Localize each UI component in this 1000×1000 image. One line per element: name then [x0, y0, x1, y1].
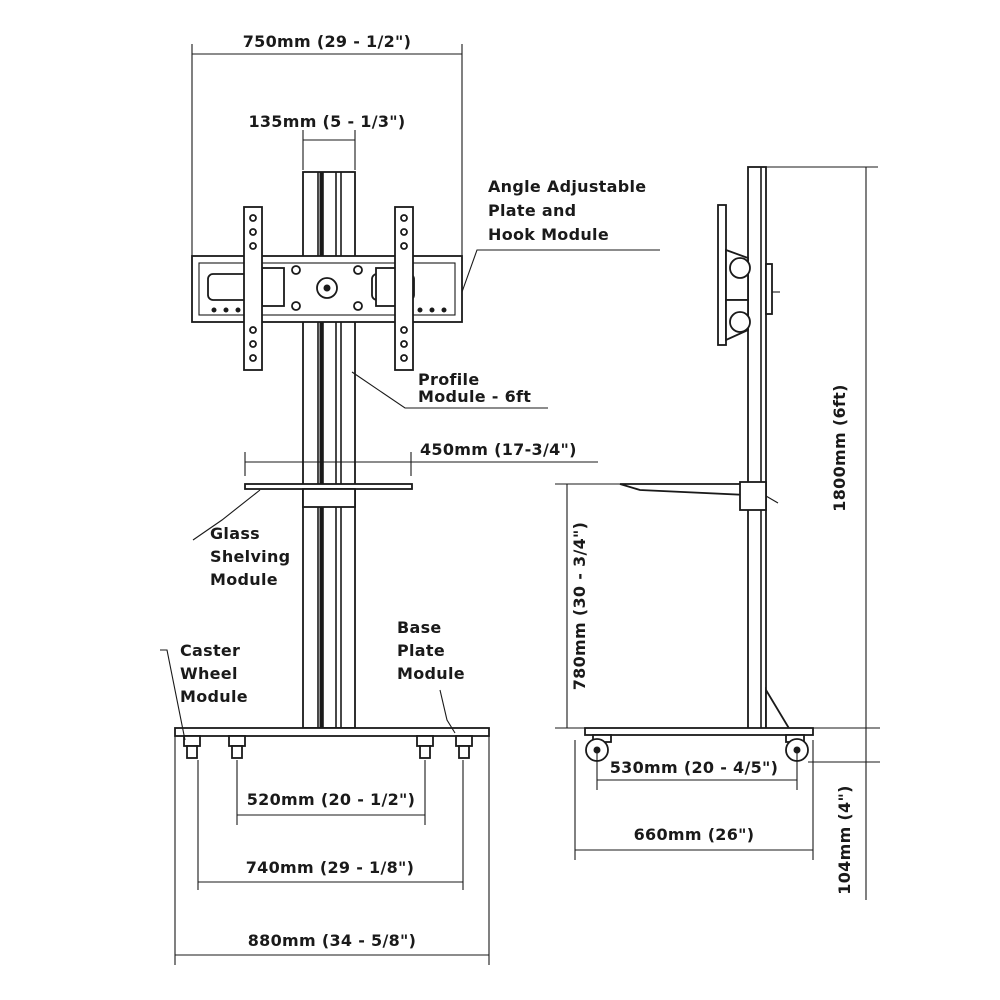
caster-front-2: [228, 735, 246, 759]
callout-angle-plate-line1: Angle Adjustable: [488, 177, 646, 196]
callout-caster: Caster Wheel Module: [160, 641, 248, 741]
dimension-caster-span: 530mm (20 - 4/5"): [596, 750, 798, 790]
callout-glass-shelf: Glass Shelving Module: [192, 489, 290, 589]
label-outer-casters: 740mm (29 - 1/8"): [246, 858, 415, 877]
callout-base-plate-line3: Module: [397, 664, 465, 683]
dimension-shelf-height: 780mm (30 - 3/4"): [555, 483, 620, 729]
callout-angle-plate: Angle Adjustable Plate and Hook Module: [461, 177, 660, 293]
glass-shelf: [244, 483, 413, 508]
side-base-plate: [584, 727, 814, 736]
label-base-width: 880mm (34 - 5/8"): [248, 931, 417, 950]
label-pole-width: 135mm (5 - 1/3"): [248, 112, 405, 131]
callout-glass-shelf-line1: Glass: [210, 524, 260, 543]
side-mount: [717, 204, 780, 346]
label-top-width: 750mm (29 - 1/2"): [243, 32, 412, 51]
callout-base-plate-line1: Base: [397, 618, 442, 637]
caster-front-3: [416, 735, 434, 759]
callout-profile-line1: Profile: [418, 370, 480, 389]
label-total-height: 1800mm (6ft): [830, 384, 849, 511]
side-gusset: [765, 686, 792, 731]
callout-caster-line2: Wheel: [180, 664, 238, 683]
callout-base-plate: Base Plate Module: [397, 618, 465, 734]
dimension-shelf-width: 450mm (17-3/4"): [244, 440, 598, 476]
dimension-top-width: 750mm (29 - 1/2"): [191, 32, 463, 262]
side-pole: [747, 166, 767, 731]
dimension-outer-casters: 740mm (29 - 1/8"): [197, 760, 464, 890]
callout-profile-line2: Module - 6ft: [418, 387, 531, 406]
hook-arm-right: [394, 206, 414, 371]
label-shelf-height: 780mm (30 - 3/4"): [570, 522, 589, 691]
callout-base-plate-line2: Plate: [397, 641, 445, 660]
side-caster-left: [585, 734, 612, 762]
label-base-height: 104mm (4"): [835, 785, 854, 894]
dimension-base-height: 104mm (4"): [808, 727, 880, 900]
dimension-total-height: 1800mm (6ft): [766, 166, 878, 729]
caster-front-4: [455, 735, 473, 759]
front-view: 750mm (29 - 1/2") 135mm (5 - 1/3"): [160, 32, 660, 965]
dimension-base-width: 880mm (34 - 5/8"): [174, 736, 490, 965]
callout-angle-plate-line3: Hook Module: [488, 225, 609, 244]
callout-profile: Profile Module - 6ft: [351, 370, 548, 409]
label-inner-casters: 520mm (20 - 1/2"): [247, 790, 416, 809]
callout-glass-shelf-line3: Module: [210, 570, 278, 589]
dimension-pole-width: 135mm (5 - 1/3"): [248, 112, 405, 170]
side-shelf: [619, 481, 779, 511]
mounting-plate: [191, 255, 463, 323]
label-base-depth: 660mm (26"): [634, 825, 755, 844]
callout-caster-line3: Module: [180, 687, 248, 706]
callout-caster-line1: Caster: [180, 641, 240, 660]
label-caster-span: 530mm (20 - 4/5"): [610, 758, 779, 777]
dimension-inner-casters: 520mm (20 - 1/2"): [236, 760, 426, 825]
base-plate: [174, 727, 490, 737]
side-view: 1800mm (6ft) 780mm (30 - 3/4") 530mm (20…: [555, 166, 880, 900]
callout-angle-plate-line2: Plate and: [488, 201, 576, 220]
hook-arm-left: [243, 206, 263, 371]
caster-front-1: [183, 735, 201, 759]
dimension-base-depth: 660mm (26"): [574, 740, 814, 860]
label-shelf-width: 450mm (17-3/4"): [420, 440, 577, 459]
callout-glass-shelf-line2: Shelving: [210, 547, 290, 566]
